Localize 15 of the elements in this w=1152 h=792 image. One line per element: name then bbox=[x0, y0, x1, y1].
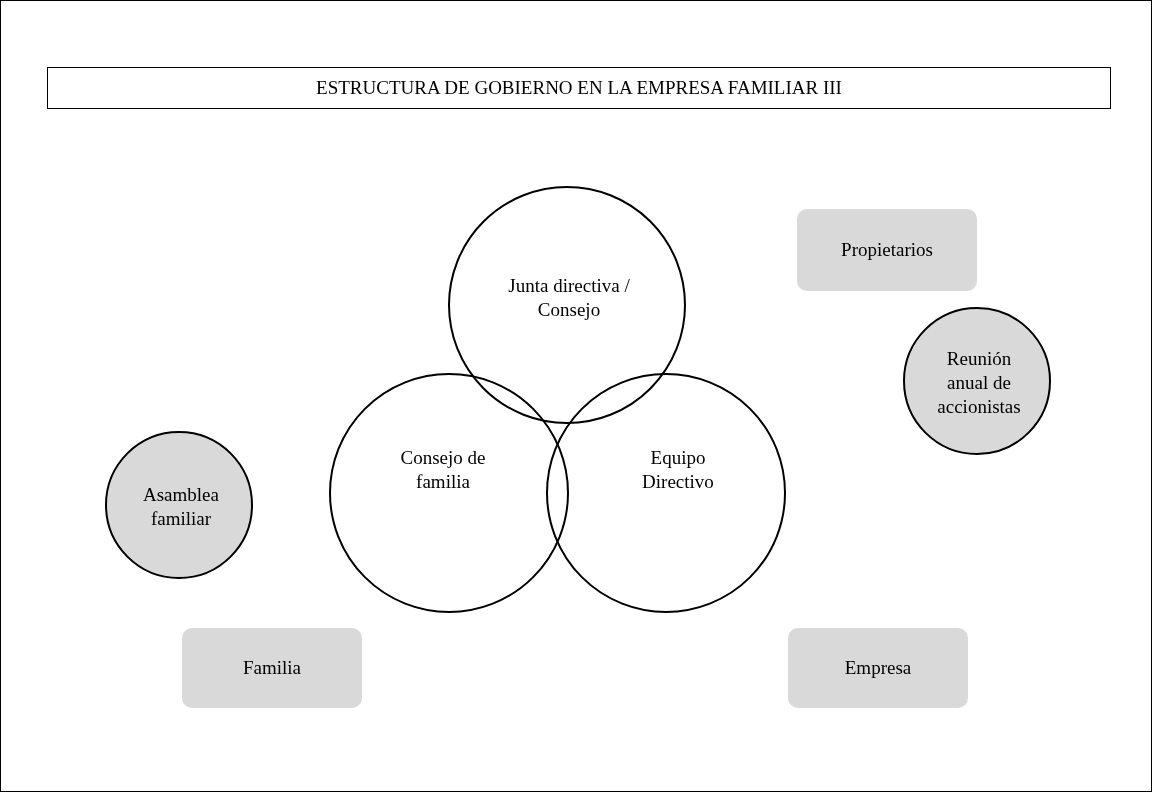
title-box: ESTRUCTURA DE GOBIERNO EN LA EMPRESA FAMILIAR III bbox=[47, 67, 1111, 109]
venn-circle bbox=[546, 373, 786, 613]
venn-circle bbox=[329, 373, 569, 613]
node-label: Empresa bbox=[843, 656, 913, 680]
node-label: Familia bbox=[241, 656, 303, 680]
venn-circle bbox=[448, 186, 686, 424]
node-label: Asamblea familiar bbox=[142, 483, 220, 531]
node-label: Reunión anual de accionistas bbox=[936, 347, 1022, 419]
node-label: Propietarios bbox=[840, 238, 934, 262]
rounded-box bbox=[182, 628, 362, 708]
node-label: Equipo Directivo bbox=[641, 446, 715, 494]
rounded-box bbox=[797, 209, 977, 291]
rounded-box bbox=[788, 628, 968, 708]
node-label: Junta directiva / Consejo bbox=[507, 274, 631, 322]
node-label: Consejo de familia bbox=[399, 446, 487, 494]
